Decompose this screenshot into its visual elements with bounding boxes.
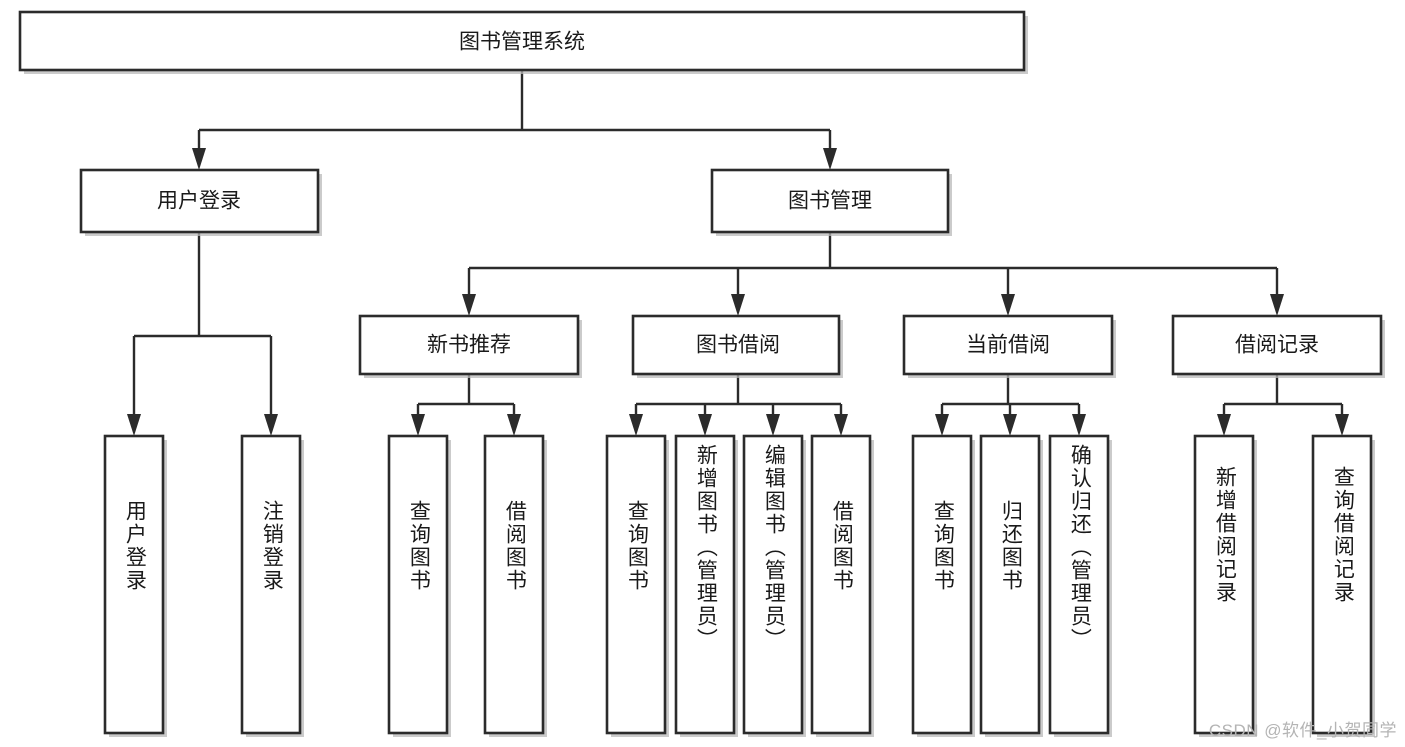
arrow-head-book-mgmt [823, 148, 837, 170]
csdn-watermark: CSDN @软件_小贺同学 [1208, 721, 1397, 740]
book-borrow-node-label: 图书借阅 [696, 334, 780, 357]
arrow-head-br-leaf-2 [1335, 414, 1349, 436]
connectors [127, 70, 1349, 436]
user-login-node-box[interactable] [79, 168, 320, 234]
arrow-head-br-leaf-1 [1217, 414, 1231, 436]
leaf-box-bb-add-book[interactable] [674, 434, 736, 735]
arrow-head-cb-leaf-2 [1003, 414, 1017, 436]
arrow-head-bb-leaf-2 [698, 414, 712, 436]
arrow-head-nb-leaf-2 [507, 414, 521, 436]
book-mgmt-node-label: 图书管理 [788, 190, 872, 213]
new-book-node-label: 新书推荐 [427, 334, 511, 357]
leaf-box-bb-query-book[interactable] [605, 434, 667, 735]
arrow-head-leaf-user-login [127, 414, 141, 436]
leaf-box-cb-return-book[interactable] [979, 434, 1041, 735]
leaf-box-bb-borrow-book[interactable] [810, 434, 872, 735]
current-borrow-node-label: 当前借阅 [966, 334, 1050, 357]
leaf-box-cb-query-book[interactable] [911, 434, 973, 735]
arrow-head-borrow-records [1270, 294, 1284, 316]
root-node-label: 图书管理系统 [459, 31, 585, 54]
arrow-head-cb-leaf-3 [1072, 414, 1086, 436]
root-node-box[interactable] [18, 10, 1026, 72]
borrow-records-node-label: 借阅记录 [1235, 334, 1319, 357]
arrow-head-leaf-logout [264, 414, 278, 436]
new-book-node-box[interactable] [358, 314, 580, 376]
leaf-box-user-login[interactable] [103, 434, 165, 735]
arrow-head-bb-leaf-4 [834, 414, 848, 436]
arrow-head-new-book [462, 294, 476, 316]
leaf-box-nb-borrow-book[interactable] [483, 434, 545, 735]
arrow-head-nb-leaf-1 [411, 414, 425, 436]
arrow-head-book-borrow [731, 294, 745, 316]
arrow-head-current-borrow [1001, 294, 1015, 316]
book-borrow-node-box[interactable] [631, 314, 841, 376]
current-borrow-node-box[interactable] [902, 314, 1114, 376]
book-mgmt-node-box[interactable] [710, 168, 950, 234]
arrow-head-user-login [192, 148, 206, 170]
leaf-box-br-query-record[interactable] [1311, 434, 1373, 735]
leaf-box-logout[interactable] [240, 434, 302, 735]
arrow-head-bb-leaf-3 [766, 414, 780, 436]
arrow-head-bb-leaf-1 [629, 414, 643, 436]
arrow-head-cb-leaf-1 [935, 414, 949, 436]
leaf-box-cb-confirm-return[interactable] [1048, 434, 1110, 735]
leaf-box-nb-query-book[interactable] [387, 434, 449, 735]
node-boxes: 图书管理系统 用户登录 图书管理 新书推荐 图书借阅 当前借阅 借阅记录 [18, 10, 1385, 737]
borrow-records-node-box[interactable] [1171, 314, 1383, 376]
leaf-box-bb-edit-book[interactable] [742, 434, 804, 735]
leaf-box-br-add-record[interactable] [1193, 434, 1255, 735]
user-login-node-label: 用户登录 [157, 190, 241, 213]
